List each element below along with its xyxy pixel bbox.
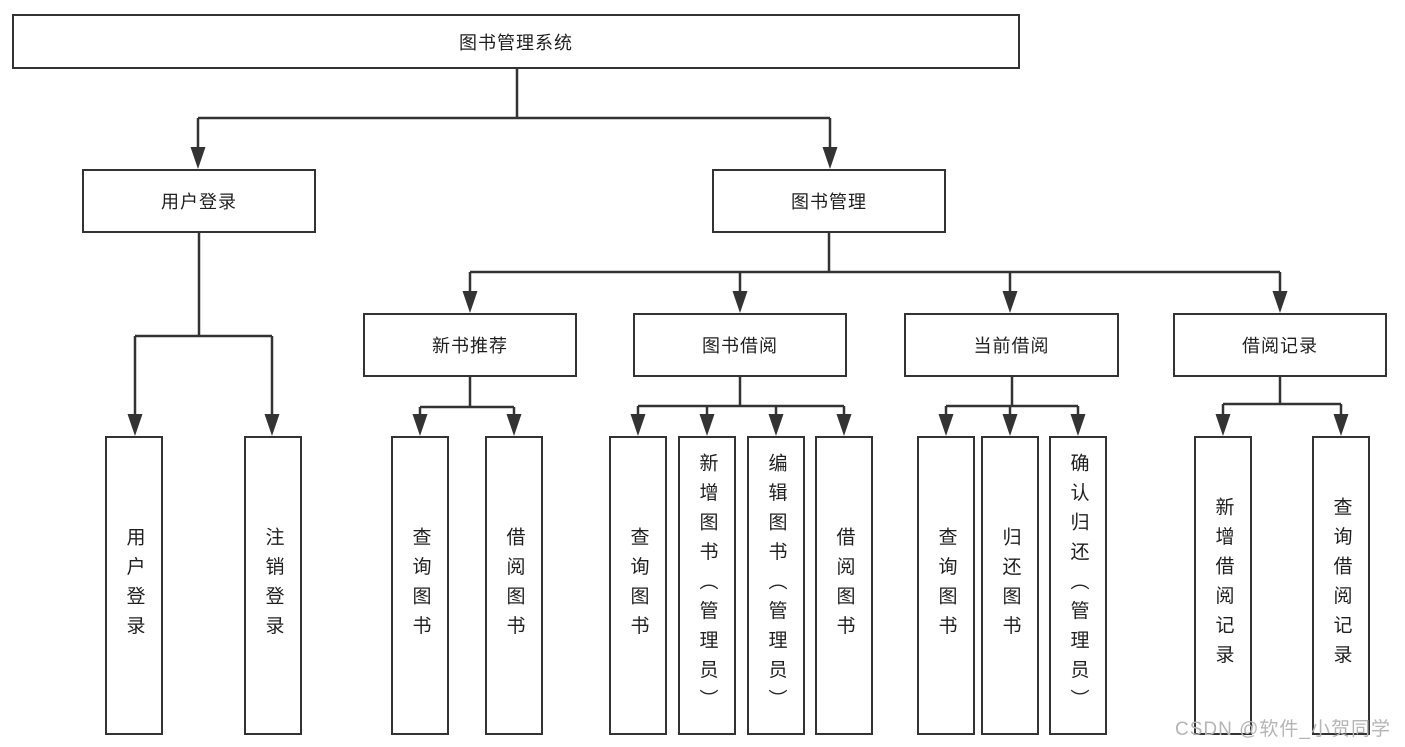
arrowhead [822,147,838,169]
leaf-node-query-books-current: 查询图书 [917,436,975,735]
leaf-node-borrow-books: 借阅图书 [815,436,873,735]
group-node-label: 新书推荐 [432,336,508,356]
arrowhead [264,414,280,436]
arrowhead [127,414,143,436]
group-node-book-borrowing: 图书借阅 [633,313,847,377]
arrowhead [1333,414,1349,436]
leaf-node-edit-books-admin: 编辑图书（管理员） [747,436,805,735]
root-node-label: 图书管理系统 [459,32,573,53]
branch-node-user-login: 用户登录 [82,169,316,233]
csdn-watermark: CSDN @软件_小贺同学 [1175,719,1391,740]
leaf-node-label: 查询图书 [935,526,957,645]
group-node-borrowing-records: 借阅记录 [1173,313,1387,377]
arrowhead [699,414,715,436]
leaf-node-label: 借阅图书 [503,526,525,645]
leaf-node-logout: 注销登录 [244,436,302,735]
arrowhead [1215,414,1231,436]
leaf-node-label: 用户登录 [123,526,145,645]
branch-node-label: 图书管理 [791,192,867,212]
leaf-node-label: 新增借阅记录 [1212,497,1234,674]
group-node-label: 图书借阅 [702,336,778,356]
arrowhead [732,291,748,313]
leaf-node-label: 归还图书 [999,526,1021,645]
leaf-node-label: 注销登录 [262,526,284,645]
leaf-node-label: 查询借阅记录 [1330,497,1352,674]
leaf-node-label: 查询图书 [627,526,649,645]
group-node-label: 借阅记录 [1242,336,1318,356]
branch-node-label: 用户登录 [161,192,237,212]
leaf-node-add-books-admin: 新增图书（管理员） [678,436,736,735]
arrowhead [1070,414,1086,436]
group-node-current-borrowing: 当前借阅 [904,313,1119,377]
leaf-node-label: 编辑图书（管理员） [765,452,787,719]
arrowhead [190,147,206,169]
leaf-node-query-books-borrow: 查询图书 [609,436,667,735]
group-node-label: 当前借阅 [973,336,1050,356]
arrowhead [506,414,522,436]
leaf-node-label: 查询图书 [409,526,431,645]
leaf-node-query-books-recommend: 查询图书 [391,436,449,735]
leaf-node-label: 借阅图书 [833,526,855,645]
root-node-library-system: 图书管理系统 [12,14,1020,69]
arrowhead [836,414,852,436]
leaf-node-add-borrow-record: 新增借阅记录 [1194,436,1252,735]
branch-node-book-management: 图书管理 [712,169,946,233]
arrowhead [938,414,954,436]
arrowhead [1002,291,1018,313]
leaf-node-label: 确认归还（管理员） [1067,452,1089,719]
leaf-node-return-books: 归还图书 [981,436,1039,735]
arrowhead [630,414,646,436]
leaf-node-user-login: 用户登录 [105,436,163,735]
arrowhead [462,291,478,313]
arrowhead [1002,414,1018,436]
leaf-node-query-borrow-record: 查询借阅记录 [1312,436,1370,735]
leaf-node-confirm-return-admin: 确认归还（管理员） [1049,436,1107,735]
group-node-new-book-recommend: 新书推荐 [363,313,577,377]
arrowhead [412,414,428,436]
arrowhead [1272,291,1288,313]
leaf-node-label: 新增图书（管理员） [696,452,718,719]
arrowhead [768,414,784,436]
leaf-node-borrow-books-recommend: 借阅图书 [485,436,543,735]
